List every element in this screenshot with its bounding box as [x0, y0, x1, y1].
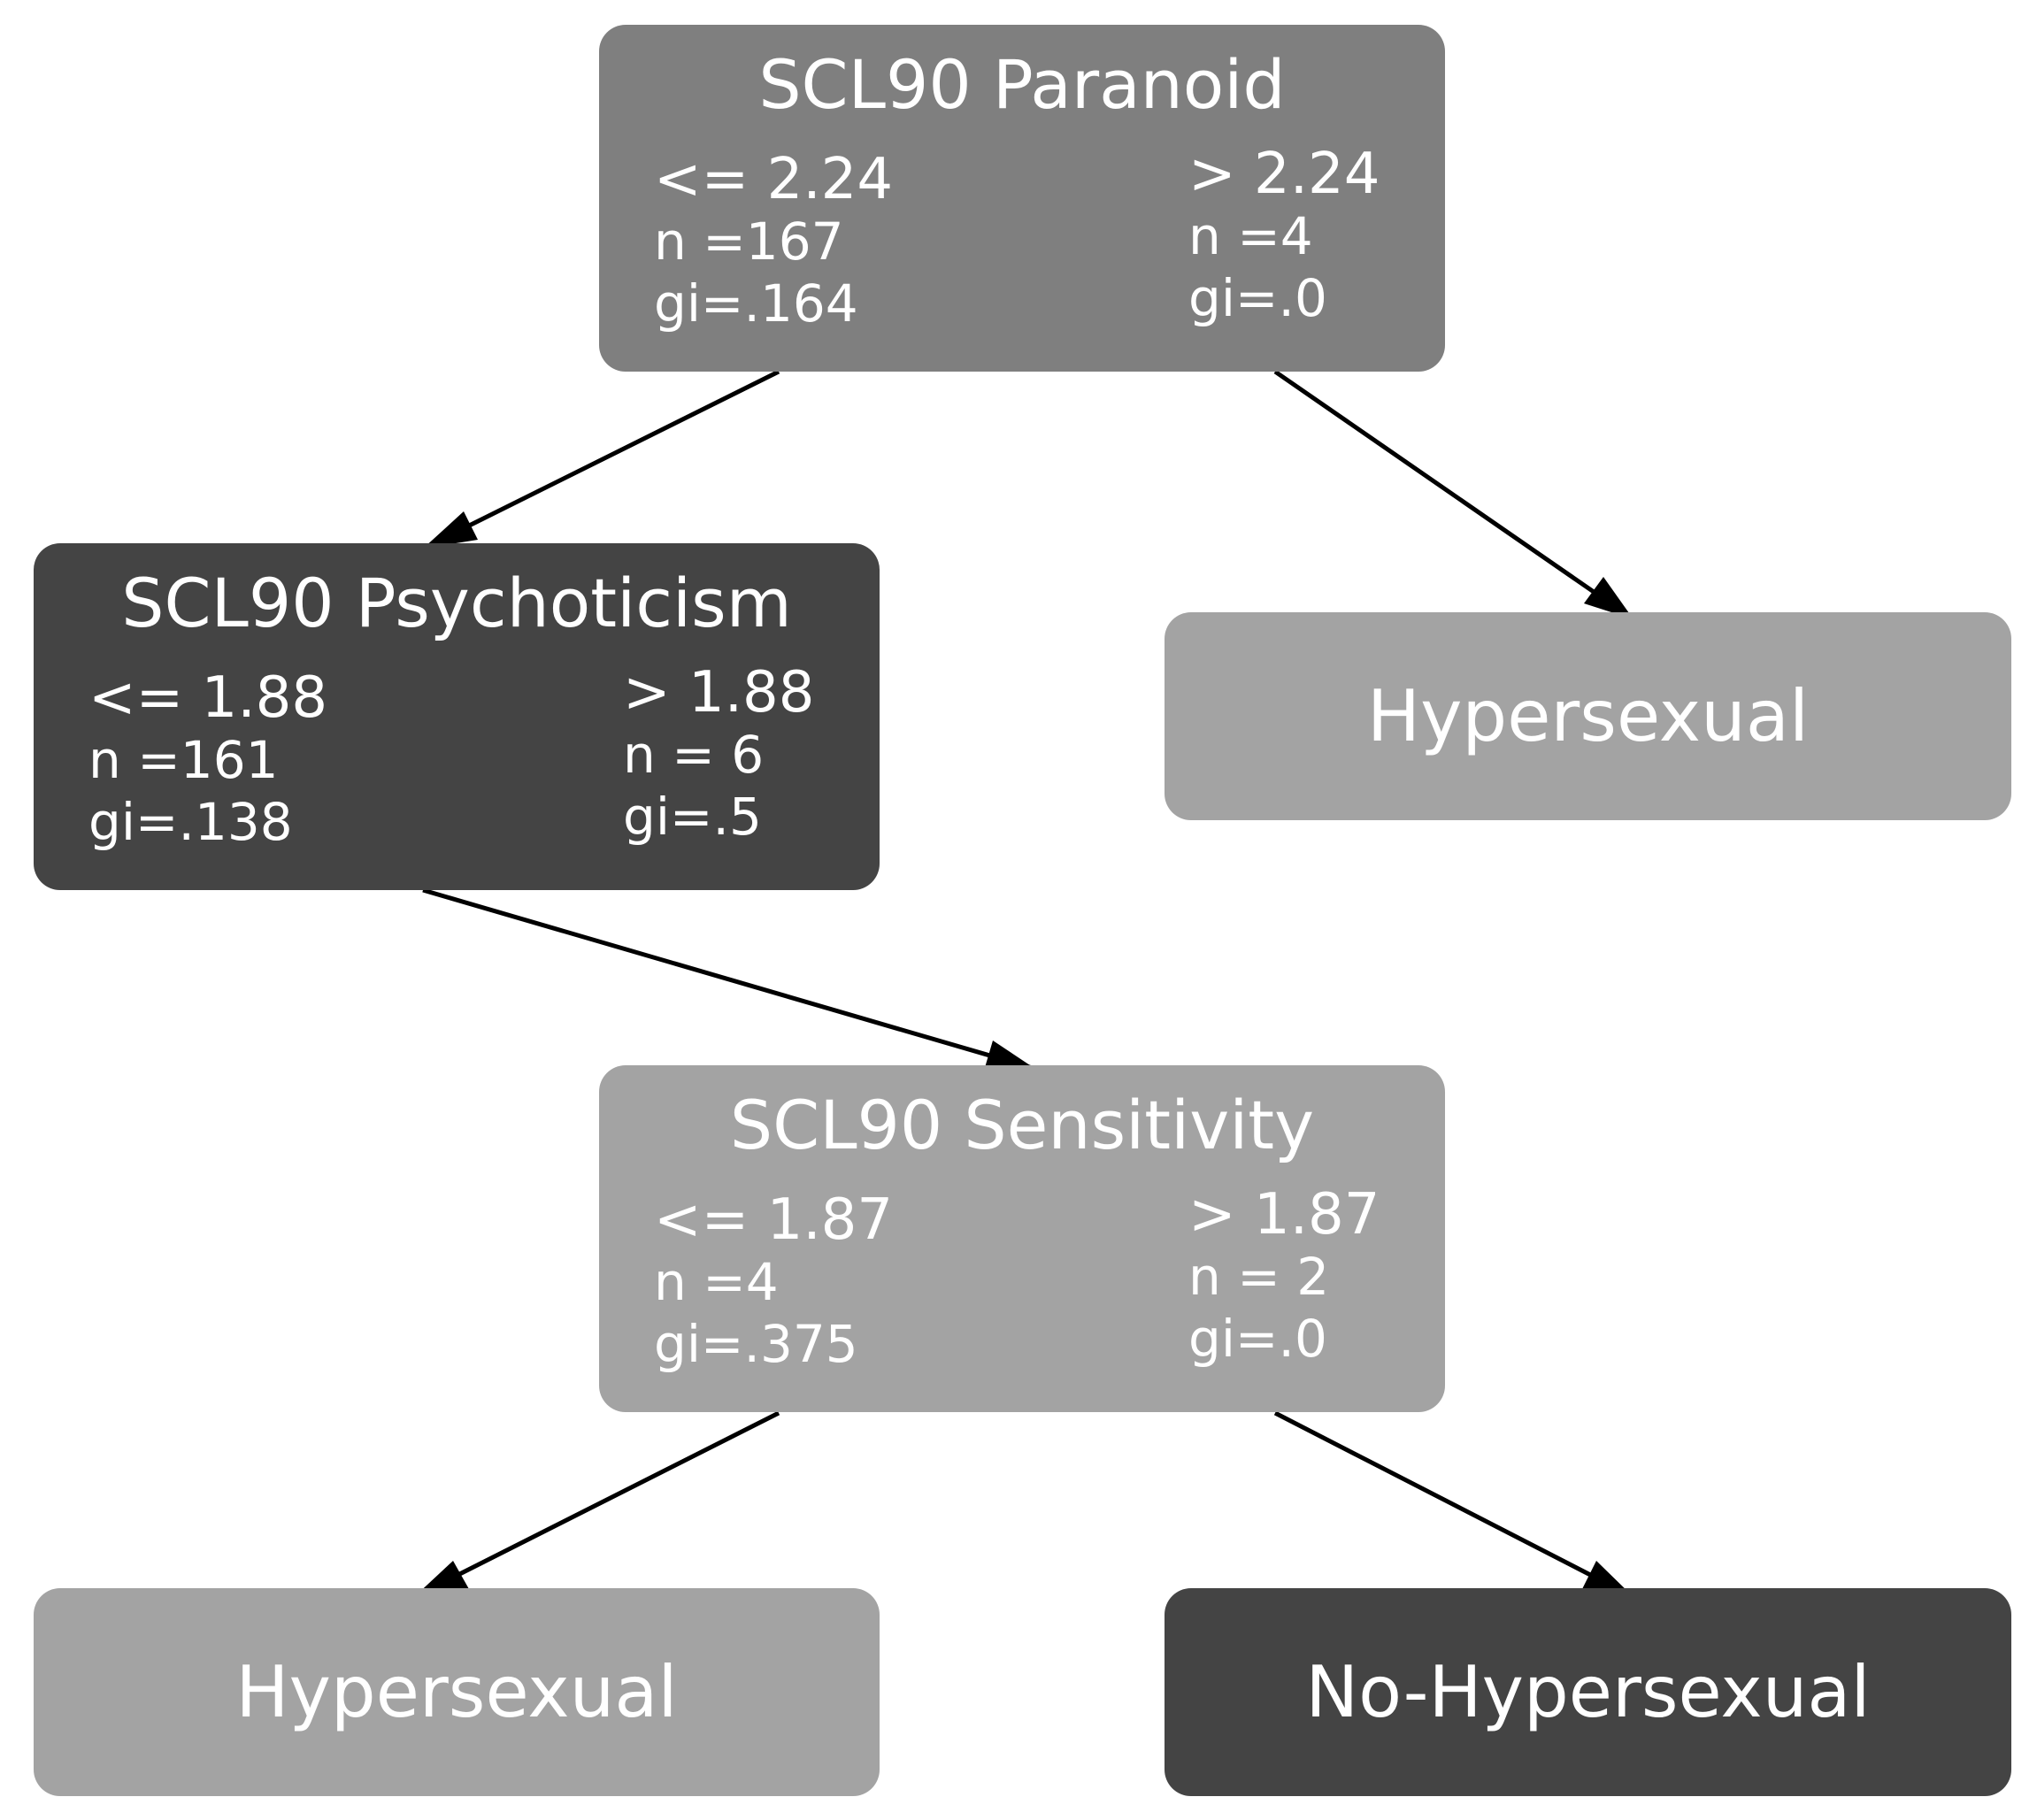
- leaf-no-hypersexual: No-Hypersexual: [1165, 1588, 2011, 1796]
- node-scl90-paranoid: SCL90 Paranoid <= 2.24 n =167 gi=.164 > …: [599, 25, 1445, 372]
- edge-paranoid-to-psychoticism: [421, 369, 780, 551]
- branch-gini: gi=.0: [1188, 268, 1327, 328]
- branch-left: <= 1.88 n =161 gi=.138: [88, 667, 327, 853]
- branch-n: n =4: [654, 1252, 779, 1312]
- node-title: SCL90 Psychoticism: [121, 564, 792, 642]
- branch-condition: <= 2.24: [654, 147, 894, 212]
- node-scl90-sensitivity: SCL90 Sensitivity <= 1.87 n =4 gi=.375 >…: [599, 1065, 1445, 1412]
- leaf-label: Hypersexual: [1366, 674, 1810, 757]
- branch-gini: gi=.0: [1188, 1309, 1327, 1369]
- arrowhead-no-hypersexual: [1582, 1561, 1633, 1597]
- branch-n: n =161: [88, 730, 279, 790]
- branch-condition: <= 1.87: [654, 1187, 894, 1253]
- arrowhead-hypersexual-2: [414, 1561, 469, 1597]
- branch-n: n =167: [654, 211, 844, 272]
- edge-paranoid-to-hypersexual: [1273, 369, 1635, 622]
- branch-right: > 1.87 n = 2 gi=.0: [1188, 1184, 1380, 1370]
- branch-left: <= 1.87 n =4 gi=.375: [654, 1189, 893, 1375]
- node-title: SCL90 Sensitivity: [729, 1086, 1315, 1164]
- branch-right: > 2.24 n =4 gi=.0: [1188, 143, 1380, 329]
- branch-condition: > 1.87: [1188, 1182, 1380, 1248]
- leaf-label: Hypersexual: [235, 1650, 678, 1733]
- arrowhead-psychoticism: [423, 511, 478, 549]
- branch-condition: > 2.24: [1188, 142, 1380, 207]
- branch-right: > 1.88 n = 6 gi=.5: [623, 662, 814, 848]
- branch-gini: gi=.375: [654, 1314, 858, 1374]
- edge-sensitivity-to-hypersexual: [412, 1410, 780, 1600]
- node-scl90-psychoticism: SCL90 Psychoticism <= 1.88 n =161 gi=.13…: [34, 543, 880, 890]
- branch-gini: gi=.164: [654, 273, 858, 334]
- leaf-hypersexual: Hypersexual: [1165, 612, 2011, 820]
- branch-gini: gi=.5: [623, 787, 762, 847]
- leaf-label: No-Hypersexual: [1305, 1650, 1871, 1733]
- leaf-hypersexual: Hypersexual: [34, 1588, 880, 1796]
- branch-n: n = 2: [1188, 1247, 1330, 1307]
- arrowhead-sensitivity: [984, 1041, 1035, 1071]
- edge-sensitivity-to-no-hypersexual: [1273, 1410, 1635, 1600]
- arrowhead-hypersexual-1: [1584, 577, 1633, 619]
- branch-condition: > 1.88: [623, 660, 815, 726]
- branch-condition: <= 1.88: [88, 665, 328, 731]
- branch-gini: gi=.138: [88, 792, 293, 852]
- edge-psychoticism-to-sensitivity: [422, 887, 1036, 1071]
- branch-n: n =4: [1188, 206, 1313, 266]
- branch-n: n = 6: [623, 725, 765, 785]
- branch-left: <= 2.24 n =167 gi=.164: [654, 149, 893, 334]
- node-title: SCL90 Paranoid: [758, 45, 1286, 124]
